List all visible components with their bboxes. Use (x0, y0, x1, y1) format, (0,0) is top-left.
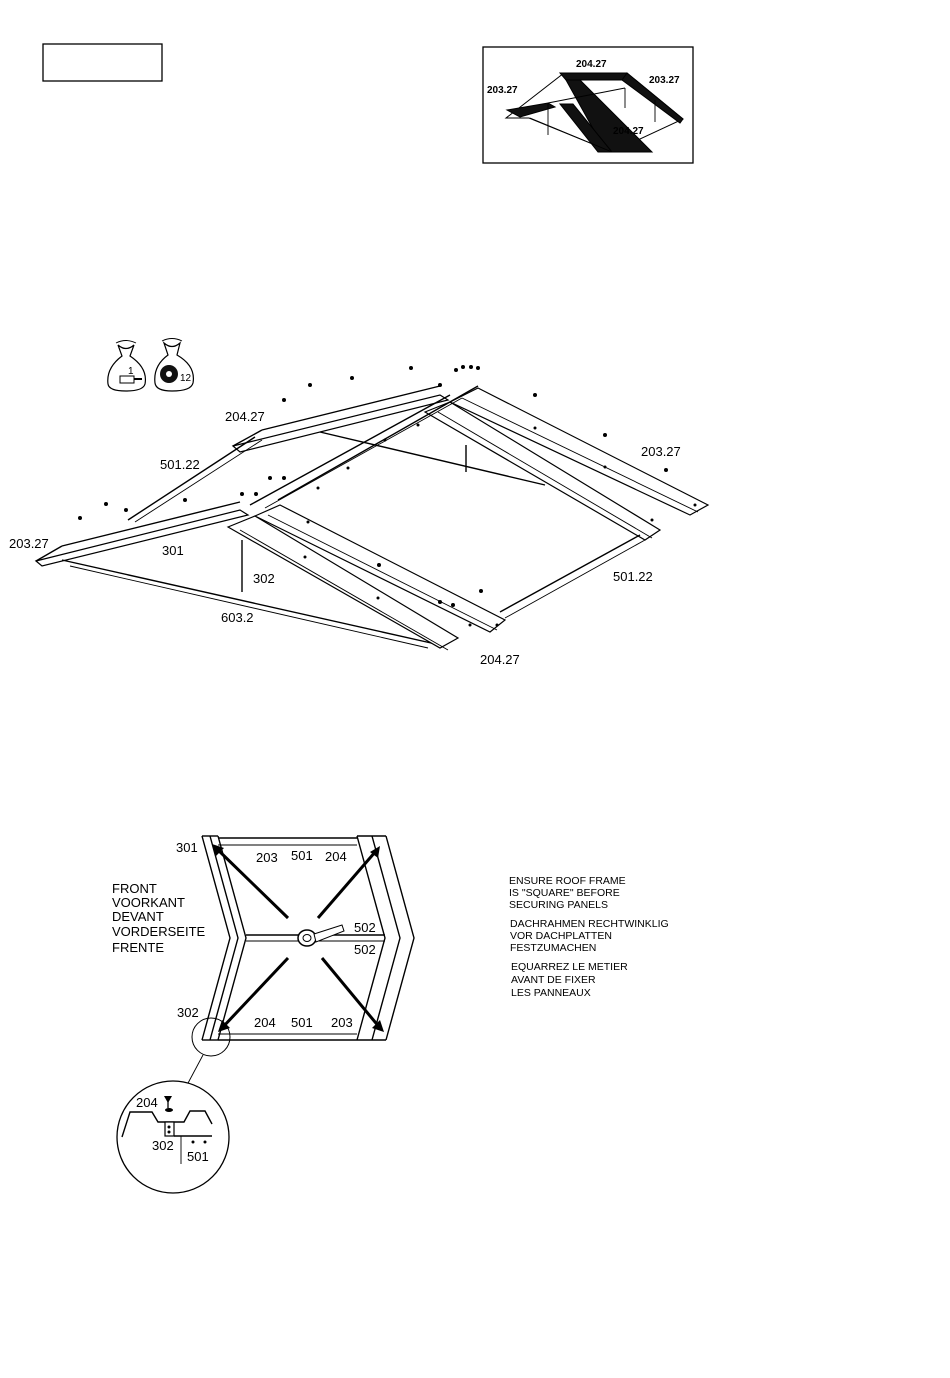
washer-qty: 12 (180, 373, 192, 384)
diagonal-arrows (212, 844, 384, 1032)
inset-label-204-top: 204.27 (576, 59, 607, 70)
inset-label-203-right: 203.27 (649, 75, 680, 86)
front-label-de: VORDERSEITE (112, 924, 206, 939)
label-501-22-left: 501.22 (160, 457, 200, 472)
label-501-22-right: 501.22 (613, 569, 653, 584)
detail-label-204: 204 (136, 1095, 158, 1110)
label-203-27-right: 203.27 (641, 444, 681, 459)
inset-label-204-bottom: 204.27 (613, 126, 644, 137)
plan-label-502-b: 502 (354, 942, 376, 957)
detail-magnifier: 204 302 501 (116, 1080, 230, 1194)
inset-label-203-left: 203.27 (487, 85, 518, 96)
plan-label-203-bottom: 203 (331, 1015, 353, 1030)
roof-frame-isometric: 204.27 501.22 203.27 301 302 603.2 203.2… (9, 365, 710, 667)
front-label-nl: VOORKANT (112, 895, 185, 910)
tape-measure-icon (297, 924, 345, 947)
label-302: 302 (253, 571, 275, 586)
plan-label-501-top: 501 (291, 848, 313, 863)
front-label-es: FRENTE (112, 940, 164, 955)
step-number-box (42, 43, 163, 82)
plan-label-204-top: 204 (325, 849, 347, 864)
note-de-1: DACHRAHMEN RECHTWINKLIG (510, 918, 669, 930)
label-204-27-top: 204.27 (225, 409, 265, 424)
label-204-27-bottom: 204.27 (480, 652, 520, 667)
front-label-en: FRONT (112, 881, 157, 896)
front-labels: FRONT VOORKANT DEVANT VORDERSEITE FRENTE (112, 881, 206, 955)
plan-label-204-bottom: 204 (254, 1015, 276, 1030)
screw-qty: 1 (128, 366, 134, 377)
note-en-2: IS "SQUARE" BEFORE (509, 887, 620, 899)
note-fr-2: AVANT DE FIXER (511, 974, 596, 986)
screw-markers (78, 365, 697, 627)
note-en-1: ENSURE ROOF FRAME (509, 875, 626, 887)
front-label-fr: DEVANT (112, 909, 164, 924)
inset-roof-overview: 204.27 203.27 203.27 204.27 (482, 46, 694, 164)
instruction-notes: ENSURE ROOF FRAME IS "SQUARE" BEFORE SEC… (509, 875, 669, 999)
plan-label-203-top: 203 (256, 850, 278, 865)
washer-bag-icon: 12 (154, 338, 195, 392)
note-en-3: SECURING PANELS (509, 899, 608, 911)
label-603-2: 603.2 (221, 610, 254, 625)
note-de-3: FESTZUMACHEN (510, 942, 596, 954)
screw-bag-icon: 1 (107, 340, 147, 392)
detail-label-302: 302 (152, 1138, 174, 1153)
plan-label-502-a: 502 (354, 920, 376, 935)
plan-label-302: 302 (177, 1005, 199, 1020)
note-fr-3: LES PANNEAUX (511, 987, 591, 999)
label-203-27-left: 203.27 (9, 536, 49, 551)
label-301: 301 (162, 543, 184, 558)
plan-label-501-bottom: 501 (291, 1015, 313, 1030)
plan-label-301: 301 (176, 840, 198, 855)
note-fr-1: EQUARREZ LE METIER (511, 961, 628, 973)
roof-plan-view: 301 203 501 204 502 502 302 204 501 203 (176, 835, 415, 1086)
detail-label-501: 501 (187, 1149, 209, 1164)
note-de-2: VOR DACHPLATTEN (510, 930, 612, 942)
